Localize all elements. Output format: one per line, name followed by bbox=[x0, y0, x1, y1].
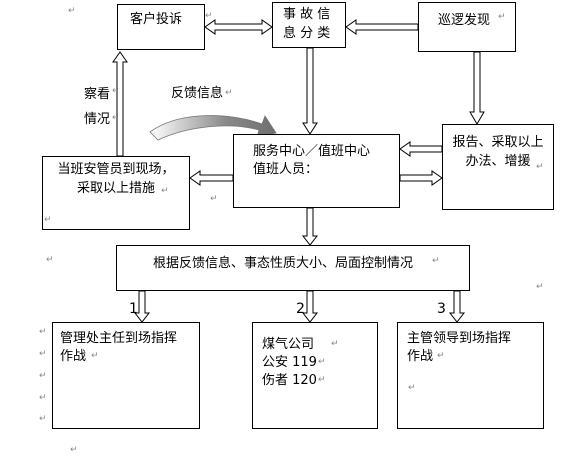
arrow-report-service bbox=[399, 141, 443, 157]
paragraph-mark: ↵ bbox=[70, 445, 78, 455]
manager-text-line2: 作战 bbox=[60, 349, 87, 364]
paragraph-mark: ↵ bbox=[331, 339, 339, 349]
arrow-patrol-report bbox=[469, 51, 485, 125]
paragraph-mark: ↵ bbox=[68, 6, 76, 16]
patrol-text: 巡逻发现 bbox=[438, 13, 491, 28]
classify-text-line2: 息 分 类 bbox=[283, 26, 331, 41]
paragraph-mark: ↵ bbox=[205, 11, 213, 21]
paragraph-mark: ↵ bbox=[536, 282, 544, 292]
branch-number-1: 1 bbox=[129, 301, 138, 317]
report-text-line1: 报告、采取以上 bbox=[452, 135, 544, 150]
agencies-text-line3: 伤者 120 bbox=[262, 373, 317, 388]
arrow-service-report bbox=[399, 170, 443, 186]
paragraph-mark: ↵ bbox=[318, 357, 326, 367]
paragraph-mark: ↵ bbox=[112, 113, 120, 123]
service-text-line2: 值班人员： bbox=[253, 162, 319, 177]
arrow-basis-supervisor bbox=[448, 290, 466, 323]
service-text-line1: 服务中心／值班中心 bbox=[253, 144, 371, 159]
onsite-text-line1: 当班安管员到现场， bbox=[57, 162, 175, 177]
supervisor-text-line1: 主管领导到场指挥 bbox=[407, 331, 512, 346]
classify-text-line1: 事 故 信 bbox=[283, 7, 331, 22]
paragraph-mark: ↵ bbox=[39, 393, 47, 403]
paragraph-mark: ↵ bbox=[498, 12, 506, 22]
paragraph-mark: ↵ bbox=[432, 256, 440, 266]
paragraph-mark: ↵ bbox=[225, 88, 233, 98]
arrow-patrol-classify bbox=[345, 19, 419, 35]
paragraph-mark: ↵ bbox=[39, 327, 47, 337]
arrow-service-onsite bbox=[189, 170, 234, 186]
basis-text: 根据反馈信息、事态性质大小、局面控制情况 bbox=[153, 256, 414, 271]
incident-classification-box bbox=[272, 2, 346, 48]
service-center-box bbox=[233, 134, 400, 208]
supervisor-command-box bbox=[397, 322, 544, 429]
paragraph-mark: ↵ bbox=[536, 162, 544, 172]
paragraph-mark: ↵ bbox=[46, 255, 54, 265]
paragraph-mark: ↵ bbox=[437, 351, 445, 361]
paragraph-mark: ↵ bbox=[318, 375, 326, 385]
onsite-text-line2: 采取以上措施 bbox=[76, 181, 155, 196]
paragraph-mark: ↵ bbox=[161, 186, 169, 196]
patrol-discovery-box bbox=[418, 2, 516, 52]
arrow-classify-service bbox=[302, 47, 318, 135]
inspect-label-2: 情况 bbox=[84, 112, 111, 127]
arrow-basis-agencies bbox=[301, 290, 319, 323]
agencies-box bbox=[252, 322, 378, 429]
paragraph-mark: ↵ bbox=[44, 215, 52, 225]
agencies-text-line2: 公安 119 bbox=[262, 355, 317, 370]
paragraph-mark: ↵ bbox=[39, 349, 47, 359]
basis-box bbox=[116, 245, 470, 291]
arrow-onsite-complaint bbox=[112, 51, 128, 157]
manager-text-line1: 管理处主任到场指挥 bbox=[60, 331, 178, 346]
branch-number-3: 3 bbox=[437, 301, 446, 317]
manager-command-box bbox=[52, 322, 200, 429]
complaint-text: 客户投诉 bbox=[130, 12, 183, 27]
paragraph-mark: ↵ bbox=[91, 351, 99, 361]
report-text-line2: 办法、增援 bbox=[465, 154, 531, 169]
paragraph-mark: ↵ bbox=[408, 383, 416, 393]
paragraph-mark: ↵ bbox=[210, 194, 218, 204]
customer-complaint-box bbox=[117, 4, 205, 50]
arrow-complaint-classify bbox=[204, 19, 273, 35]
inspect-label-1: 察看 bbox=[84, 87, 111, 102]
paragraph-mark: ↵ bbox=[112, 86, 120, 96]
paragraph-mark: ↵ bbox=[39, 371, 47, 381]
paragraph-mark: ↵ bbox=[39, 414, 47, 424]
feedback-label: 反馈信息 bbox=[171, 86, 224, 101]
report-reinforce-box bbox=[442, 124, 554, 210]
agencies-text-line1: 煤气公司 bbox=[262, 337, 315, 352]
branch-number-2: 2 bbox=[296, 301, 305, 317]
arrow-service-basis bbox=[301, 207, 319, 246]
onsite-guard-box bbox=[42, 156, 190, 230]
supervisor-text-line2: 作战 bbox=[407, 349, 434, 364]
feedback-curved-arrow bbox=[149, 115, 277, 141]
arrow-basis-manager bbox=[133, 290, 151, 323]
